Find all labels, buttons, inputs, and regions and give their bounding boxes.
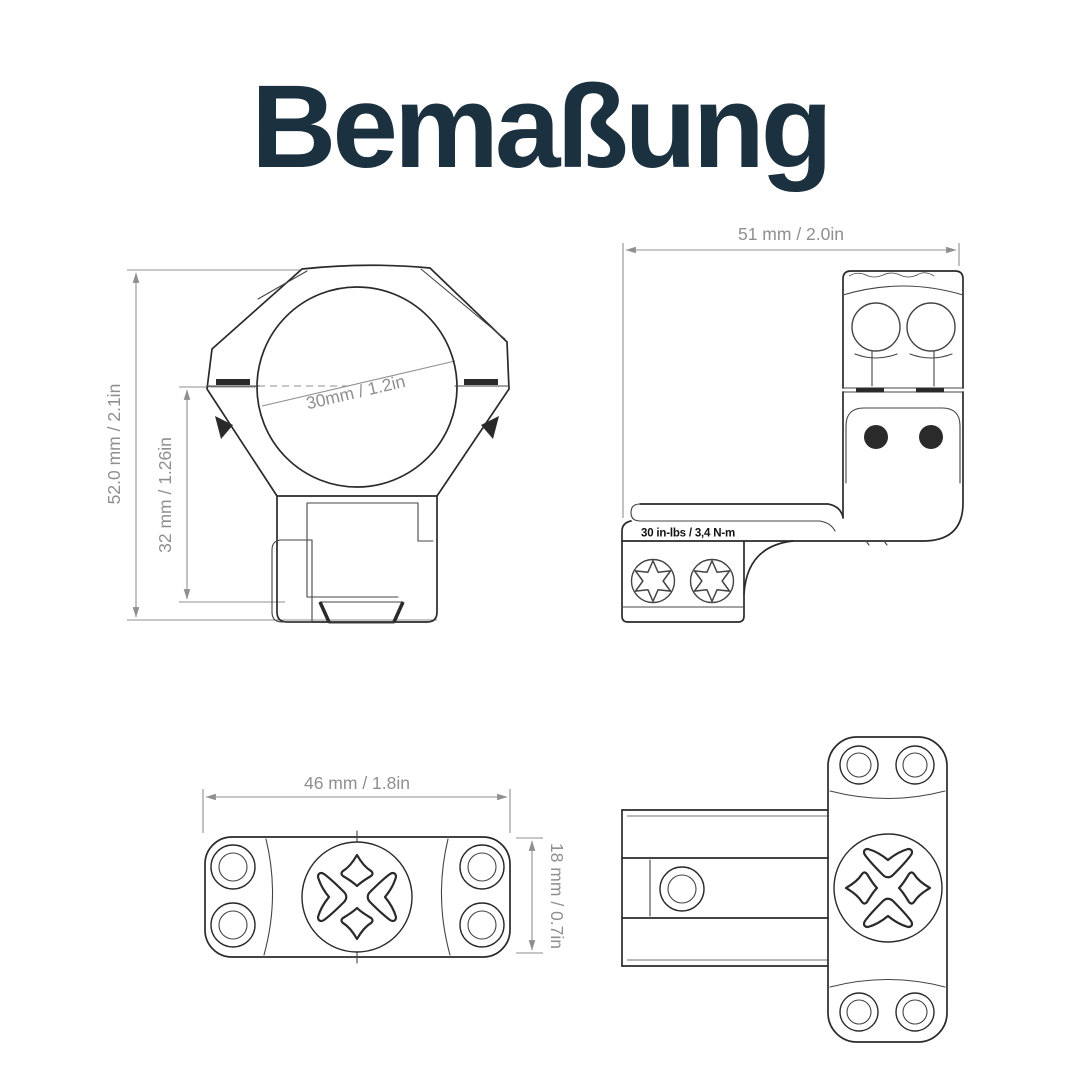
dimension-line-tube-diameter: [261, 360, 456, 407]
screw-hole: [210, 844, 505, 948]
cap-screw-head: [906, 302, 956, 352]
logo-medallion: [833, 833, 943, 943]
edge-tick: [865, 540, 888, 546]
side-view: 51 mm / 2.0in: [621, 224, 964, 623]
screw-hole: [839, 745, 935, 1032]
torque-spec-label: 30 in-lbs / 3,4 N-m: [641, 528, 735, 540]
dimension-label-depth: 18 mm / 0.7in: [547, 843, 567, 949]
rail: [621, 809, 829, 967]
arm-top-edge: [639, 503, 844, 518]
clamp-screw: [481, 416, 499, 439]
clamp-screw: [215, 416, 233, 439]
mount-top-view: [621, 736, 948, 1043]
cap-divider: [829, 979, 946, 988]
torx-screw: [630, 558, 676, 604]
base-block: [621, 540, 745, 623]
lower-clamp-dome: [845, 407, 961, 484]
rail-hole: [667, 874, 697, 904]
arm-slot: [630, 503, 641, 522]
cap-top-view: 46 mm / 1.8in 18 mm / 0.7in: [202, 773, 567, 964]
dimension-label-base-to-center: 32 mm / 1.26in: [155, 437, 175, 553]
fillet-curve: [743, 540, 794, 595]
set-screw: [864, 425, 888, 449]
cap-divider: [829, 790, 946, 799]
screw-seat: [854, 353, 898, 359]
chamfer-line: [420, 268, 506, 340]
set-screw: [919, 425, 943, 449]
knurl-line: [848, 272, 935, 278]
dovetail-edge: [392, 601, 405, 623]
scope-ring-outline: [206, 264, 510, 623]
ring-cap-side: [842, 270, 964, 389]
screw-seat: [909, 353, 953, 359]
cap-outline: [827, 736, 948, 1043]
arm-slot: [639, 520, 836, 532]
page-title: Bemaßung: [251, 61, 833, 193]
chamfer-line: [257, 270, 308, 300]
dimension-label-length: 51 mm / 2.0in: [738, 224, 844, 244]
dimension-label-total-height: 52.0 mm / 2.1in: [104, 384, 124, 505]
tube-bore-circle: [256, 286, 458, 488]
cap-dome-line: [842, 285, 964, 296]
dimension-label-tube-diameter: 30mm / 1.2in: [304, 371, 407, 413]
cap-screw-head: [851, 302, 901, 352]
torx-screw: [689, 558, 735, 604]
cap-divider: [263, 838, 274, 956]
clamp-claw: [271, 539, 313, 623]
base-notch: [306, 502, 434, 598]
logo-medallion: [301, 841, 413, 953]
dovetail-edge: [318, 601, 331, 623]
dimension-label-width: 46 mm / 1.8in: [304, 773, 410, 793]
arm-left-edge: [621, 520, 632, 542]
rail-hole: [659, 866, 705, 912]
front-view: 52.0 mm / 2.1in 32 mm / 1.26in 30mm / 1.…: [104, 264, 510, 624]
column-edge: [922, 391, 964, 542]
cap-divider: [440, 838, 451, 956]
